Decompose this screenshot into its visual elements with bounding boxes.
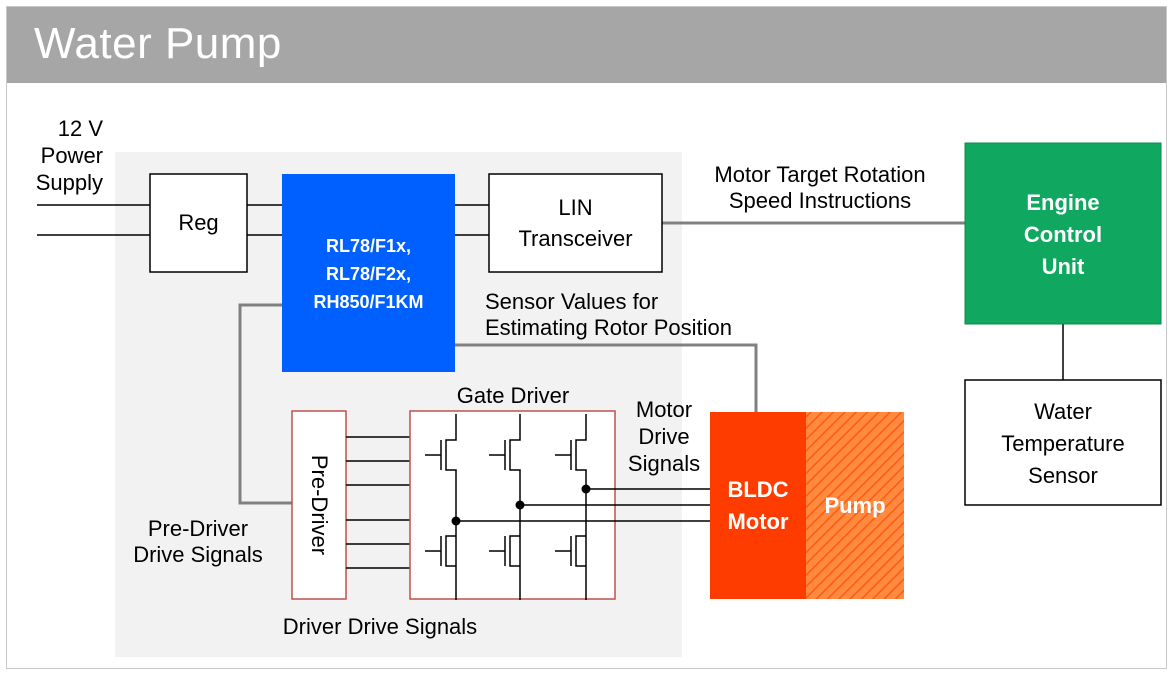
driver-drive-signal-lines [346,436,410,569]
mcu-block [282,174,455,372]
sensor-value-wire [455,343,758,412]
mcu-label-line2: RL78/F2x, [326,264,411,284]
target-speed-label-line2: Speed Instructions [729,188,911,213]
sensor-values-label-line2: Estimating Rotor Position [485,315,732,340]
mcu-predriver-wire [238,303,292,505]
bldc-label-line2: Motor [727,509,789,534]
power-label-line3: Supply [36,170,103,195]
bldc-label-line1: BLDC [727,477,788,502]
ecu-label-line3: Unit [1042,254,1085,279]
bldc-motor-block [710,412,806,599]
reg-block [149,173,248,273]
water-temperature-sensor-block [964,379,1162,506]
motor-drive-label-line3: Signals [628,451,700,476]
target-speed-label-line1: Motor Target Rotation [714,162,925,187]
lin-label-line2: Transceiver [518,226,632,251]
ecu-label-line1: Engine [1026,190,1099,215]
motor-drive-signal-lines [456,488,710,522]
title-bar: Water Pump [7,7,1166,83]
water-label-line1: Water [1034,399,1092,424]
power-label-line2: Power [41,143,103,168]
water-label-line2: Temperature [1001,431,1125,456]
node-dot-leg3 [581,484,591,494]
node-dot-leg1 [451,516,461,526]
motor-drive-label-line2: Drive [638,424,689,449]
mcu-label-line3: RH850/F1KM [313,292,423,312]
gate-driver-label: Gate Driver [457,383,569,408]
mcu-label-line1: RL78/F1x, [326,236,411,256]
ecu-block [964,142,1162,325]
lin-label-line1: LIN [558,195,592,220]
pump-label: Pump [824,493,885,518]
predriver-signals-label-line2: Drive Signals [133,542,263,567]
motor-drive-label-line1: Motor [636,397,692,422]
predriver-signals-label-line1: Pre-Driver [148,516,248,541]
power-label-line1: 12 V [58,116,104,141]
ecu-label-line2: Control [1024,222,1102,247]
driver-drive-signals-label: Driver Drive Signals [283,614,477,639]
predriver-block [291,410,347,600]
water-label-line3: Sensor [1028,463,1098,488]
sensor-values-label-line1: Sensor Values for [485,289,658,314]
node-dot-leg2 [515,500,525,510]
predriver-label: Pre-Driver [307,455,332,555]
reg-label: Reg [178,210,218,235]
lin-transceiver-block [488,173,663,273]
pump-block [806,412,904,599]
page-title: Water Pump [34,19,282,68]
